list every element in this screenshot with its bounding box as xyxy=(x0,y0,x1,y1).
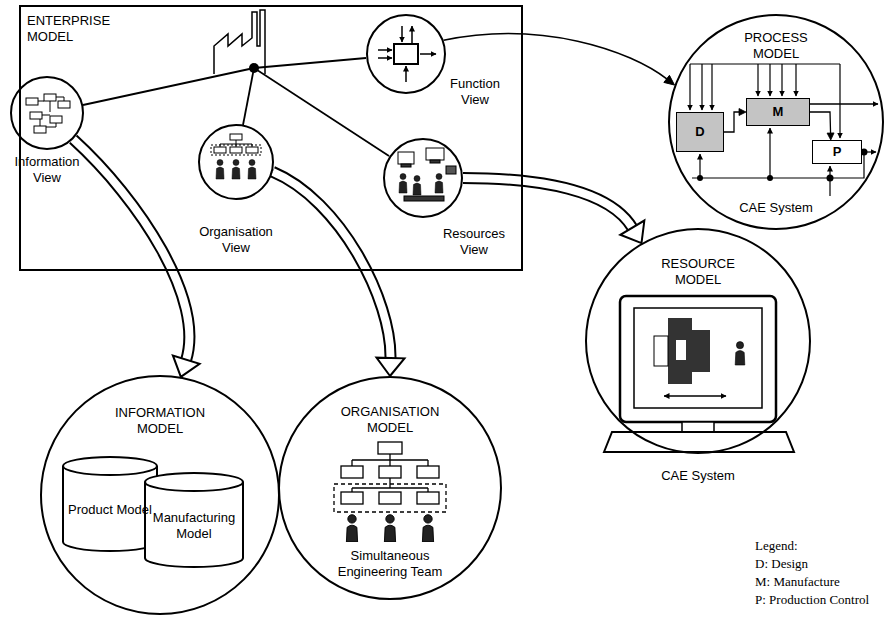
node-text: CAE System xyxy=(648,468,748,484)
circle-outline xyxy=(383,138,463,218)
flow-arrow xyxy=(724,109,746,133)
circle-line xyxy=(367,15,445,93)
hub-lines xyxy=(83,58,389,156)
view-circle: Organisation View xyxy=(198,124,274,200)
model-circle: PROCESS MODEL CAE System D M P xyxy=(668,14,884,230)
view-circle: Resources View xyxy=(383,138,463,218)
view-circle: Function View xyxy=(366,14,446,94)
circle-line xyxy=(41,376,279,614)
arrow-shaft-inner xyxy=(273,172,391,359)
node-title: PROCESS MODEL xyxy=(726,30,826,62)
hollow-arrow xyxy=(273,172,405,376)
node-text: CAE System xyxy=(726,200,826,216)
node-title: RESOURCE MODEL xyxy=(648,256,748,288)
process-box: D xyxy=(676,112,724,152)
arrow-head xyxy=(173,355,200,376)
arrow-shaft-outline xyxy=(463,178,633,229)
arrow-line xyxy=(810,112,831,134)
cylinder-body xyxy=(63,457,157,551)
node-title: Product Model xyxy=(65,502,155,518)
node-title: ORGANISATION MODEL xyxy=(330,404,450,436)
cylinder-lid xyxy=(63,466,157,475)
cylinder-body xyxy=(145,473,243,567)
arrow-line xyxy=(724,112,740,132)
node-title: INFORMATION MODEL xyxy=(100,405,220,437)
organisation-icon xyxy=(211,134,261,179)
process-box: M xyxy=(746,98,810,126)
process-box: P xyxy=(812,140,862,164)
arrow-shaft-inner xyxy=(73,139,189,360)
arrow-line xyxy=(444,34,668,80)
circle-line xyxy=(199,125,273,199)
legend-entry: M: Manufacture xyxy=(755,574,840,590)
arrow-head xyxy=(664,75,675,85)
cylinder-lid xyxy=(145,482,243,491)
information-icon xyxy=(26,94,70,133)
arrow-shaft-outline xyxy=(273,172,391,359)
arrow-head xyxy=(376,358,404,376)
organisation-chart xyxy=(334,442,446,542)
function-icon xyxy=(378,26,436,82)
model-circle: ORGANISATION MODEL Simultaneous Engineeri… xyxy=(278,376,502,600)
circle-outline xyxy=(198,124,274,200)
node-title: P xyxy=(816,144,858,160)
node-title: Information View xyxy=(4,154,90,186)
legend-entry: D: Design xyxy=(755,556,808,572)
flow-arrow xyxy=(810,112,834,140)
factory-icon xyxy=(214,10,265,74)
circle-line xyxy=(384,139,462,217)
legend-entry: P: Production Control xyxy=(755,592,869,608)
monitor-illustration xyxy=(604,296,794,452)
circle-outline xyxy=(10,76,84,150)
circle-line xyxy=(586,229,810,453)
node-title: Organisation View xyxy=(192,224,280,256)
node-title: Resources View xyxy=(438,226,510,258)
resources-icon xyxy=(398,148,456,201)
arrow-head xyxy=(739,109,746,116)
database-cylinder: Product Model xyxy=(62,456,158,552)
arrow-shaft-inner xyxy=(463,178,633,229)
model-circle: INFORMATION MODEL Product ModelManufactur… xyxy=(40,375,280,615)
node-title: Manufacturing Model xyxy=(147,510,241,542)
arrow-head xyxy=(620,221,644,244)
enterprise-box: ENTERPRISE MODELInformation ViewOrganisa… xyxy=(19,5,523,271)
arrow-shaft-outline xyxy=(73,139,189,360)
legend-heading: Legend: xyxy=(755,538,798,554)
view-circle: Information View xyxy=(10,76,84,150)
model-circle: RESOURCE MODELCAE System xyxy=(585,228,811,454)
circle-line xyxy=(279,377,501,599)
node-title: M xyxy=(750,104,806,120)
node-title: D xyxy=(680,124,720,140)
hollow-arrow xyxy=(73,139,199,377)
node-title: ENTERPRISE MODEL xyxy=(27,13,119,45)
circle-line xyxy=(669,15,883,229)
hub-dot xyxy=(249,63,259,73)
circle-outline xyxy=(366,14,446,94)
node-text: Simultaneous Engineering Team xyxy=(330,548,450,580)
database-cylinder: Manufacturing Model xyxy=(144,472,244,568)
arrow-head xyxy=(827,133,834,140)
node-title: Function View xyxy=(444,76,506,108)
circle-line xyxy=(11,77,83,149)
